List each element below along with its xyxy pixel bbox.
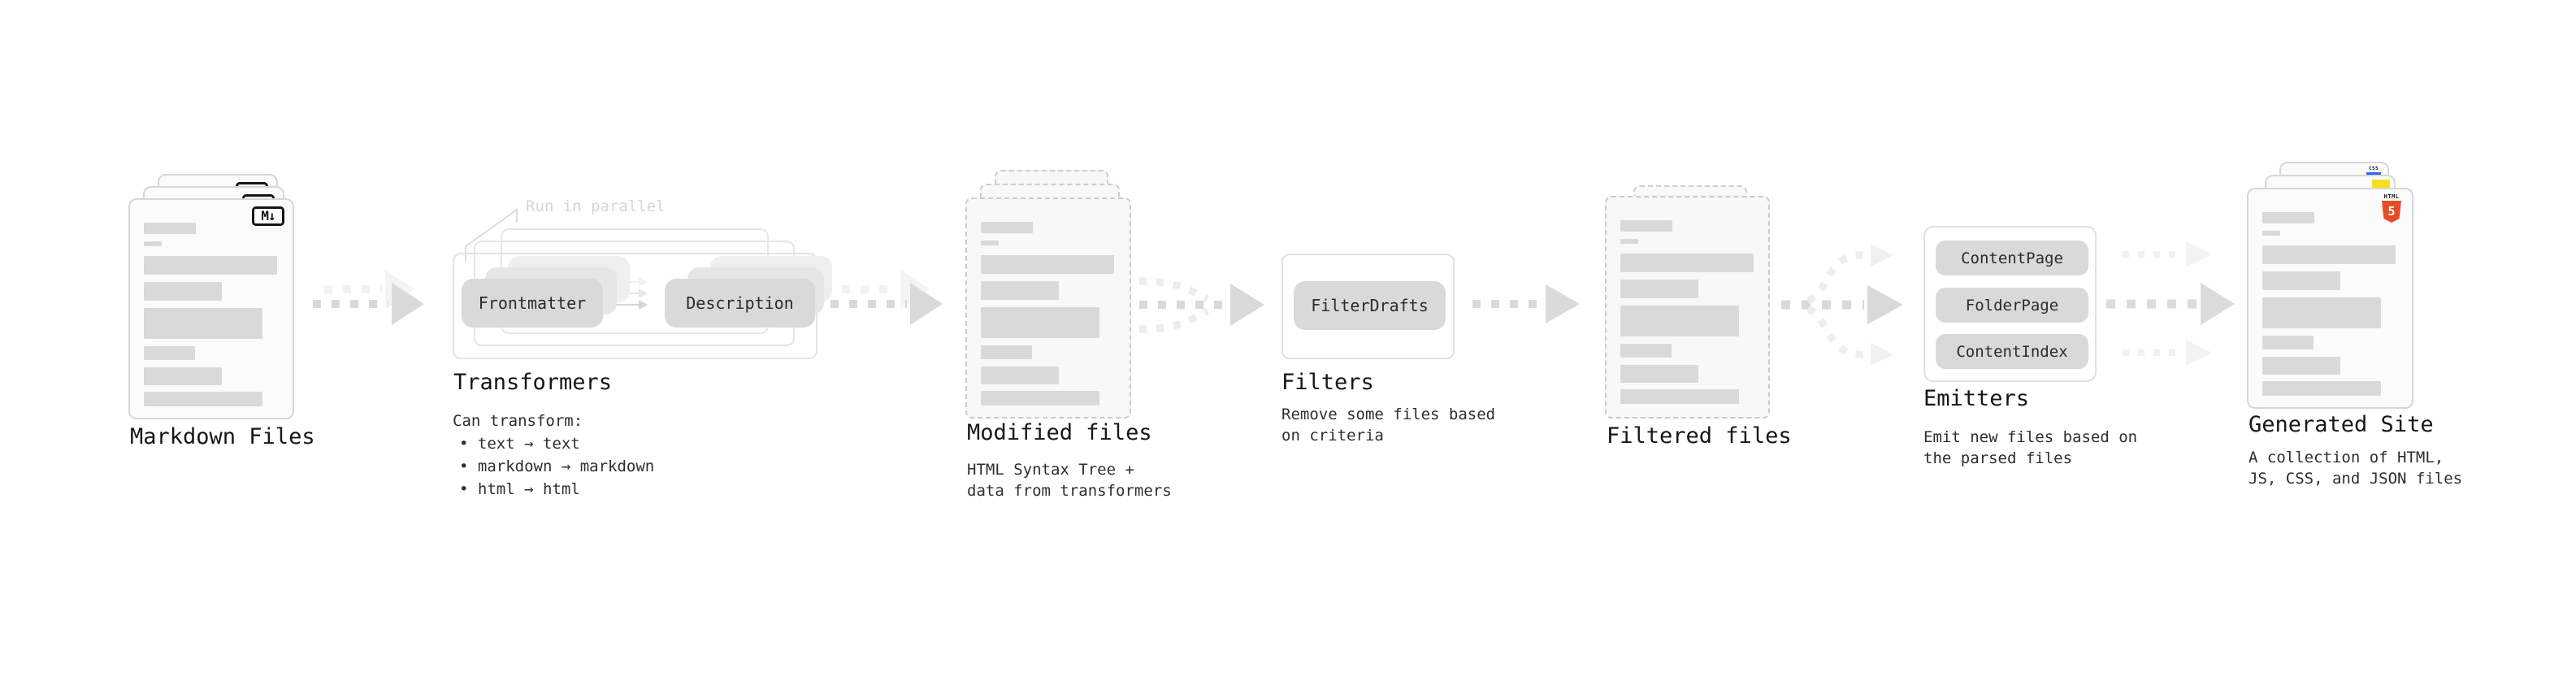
- placeholder-bar: [981, 345, 1032, 359]
- desc-line: Remove some files based: [1281, 406, 1496, 423]
- arrow-transformers-to-modified: [830, 270, 943, 325]
- placeholder-bar: [1620, 239, 1638, 244]
- arrow-modified-to-filters: [1138, 277, 1264, 333]
- document-text-placeholders: [1620, 220, 1754, 404]
- placeholder-bar: [2262, 271, 2340, 290]
- placeholder-bar: [144, 308, 262, 339]
- placeholder-bar: [2262, 245, 2396, 264]
- placeholder-bar: [144, 282, 222, 301]
- stage-title-transformers: Transformers: [453, 370, 613, 395]
- bullet-item: • html → html: [459, 480, 580, 498]
- folderpage-pill: FolderPage: [1936, 288, 2088, 323]
- document-text-placeholders: [2262, 212, 2396, 396]
- css-icon: CSS: [2366, 166, 2381, 175]
- contentindex-pill: ContentIndex: [1936, 334, 2088, 369]
- placeholder-bar: [981, 307, 1099, 338]
- placeholder-bar: [981, 241, 999, 245]
- stage-title-generated: Generated Site: [2249, 412, 2434, 437]
- arrow-filtered-to-emitters: [1781, 244, 1903, 366]
- markdown-icon: M↓: [252, 206, 284, 226]
- stage-title-modified: Modified files: [967, 420, 1152, 445]
- placeholder-bar: [2262, 336, 2314, 349]
- stage-desc-emitters: Emit new files based on the parsed files: [1923, 427, 2137, 469]
- document-text-placeholders: [144, 223, 277, 406]
- placeholder-bar: [1620, 280, 1698, 298]
- desc-line: A collection of HTML,: [2249, 449, 2444, 466]
- bullet-glyph: •: [459, 458, 469, 475]
- emitters-panel: ContentPage FolderPage ContentIndex: [1923, 226, 2097, 382]
- placeholder-bar: [1620, 389, 1739, 404]
- frontmatter-pill: Frontmatter: [462, 279, 603, 327]
- desc-line: Can transform:: [453, 412, 583, 430]
- markdown-file-front: M↓: [128, 198, 294, 419]
- bullet-item: • text → text: [459, 435, 580, 453]
- placeholder-bar: [2262, 212, 2314, 223]
- desc-line: data from transformers: [967, 482, 1172, 500]
- filterdrafts-pill: FilterDrafts: [1294, 281, 1446, 330]
- desc-line: the parsed files: [1923, 449, 2073, 467]
- placeholder-bar: [2262, 381, 2381, 396]
- filtered-file-front: [1605, 196, 1770, 419]
- placeholder-bar: [1620, 344, 1672, 358]
- placeholder-bar: [981, 367, 1059, 384]
- desc-line: JS, CSS, and JSON files: [2249, 470, 2463, 488]
- run-in-parallel-note: Run in parallel: [526, 197, 666, 215]
- placeholder-bar: [2262, 231, 2280, 236]
- placeholder-bar: [144, 223, 196, 234]
- bullet-glyph: •: [459, 435, 469, 453]
- placeholder-bar: [144, 346, 195, 360]
- stage-desc-generated: A collection of HTML, JS, CSS, and JSON …: [2249, 447, 2462, 489]
- placeholder-bar: [981, 255, 1114, 274]
- css-icon-bar: [2366, 172, 2381, 175]
- stage-desc-filters: Remove some files based on criteria: [1281, 404, 1495, 446]
- arrow-filters-to-filtered: [1472, 284, 1580, 323]
- generated-file-front: HTML 5: [2247, 188, 2413, 409]
- stage-desc-transformers: Can transform: • text → text • markdown …: [453, 410, 654, 501]
- html5-icon: HTML 5: [2381, 193, 2402, 223]
- stage-title-markdown: Markdown Files: [130, 424, 315, 449]
- placeholder-bar: [981, 391, 1099, 406]
- contentpage-pill: ContentPage: [1936, 241, 2088, 275]
- desc-line: on criteria: [1281, 427, 1384, 445]
- desc-line: Emit new files based on: [1923, 428, 2138, 446]
- placeholder-bar: [981, 281, 1059, 300]
- bullet-glyph: •: [459, 480, 469, 498]
- stage-title-emitters: Emitters: [1923, 386, 2030, 411]
- placeholder-bar: [1620, 365, 1698, 383]
- placeholder-bar: [2262, 357, 2340, 375]
- arrow-markdown-to-transformers: [313, 270, 424, 325]
- stage-title-filtered: Filtered files: [1607, 423, 1792, 449]
- placeholder-bar: [1620, 254, 1754, 272]
- placeholder-bar: [144, 392, 262, 406]
- placeholder-bar: [144, 241, 162, 246]
- bullet-item: • markdown → markdown: [459, 458, 655, 475]
- description-pill: Description: [665, 279, 815, 327]
- placeholder-bar: [981, 222, 1033, 233]
- filters-panel: FilterDrafts: [1281, 254, 1455, 359]
- stage-title-filters: Filters: [1281, 370, 1374, 395]
- placeholder-bar: [144, 367, 222, 385]
- placeholder-bar: [1620, 220, 1672, 232]
- placeholder-bar: [1620, 306, 1739, 336]
- modified-file-front: [965, 197, 1131, 419]
- document-text-placeholders: [981, 222, 1114, 406]
- placeholder-bar: [2262, 297, 2381, 328]
- placeholder-bar: [144, 256, 277, 275]
- arrow-emitters-to-generated: [2106, 241, 2235, 366]
- desc-line: HTML Syntax Tree +: [967, 461, 1134, 479]
- js-icon: [2372, 180, 2390, 189]
- stage-desc-modified: HTML Syntax Tree + data from transformer…: [967, 459, 1172, 501]
